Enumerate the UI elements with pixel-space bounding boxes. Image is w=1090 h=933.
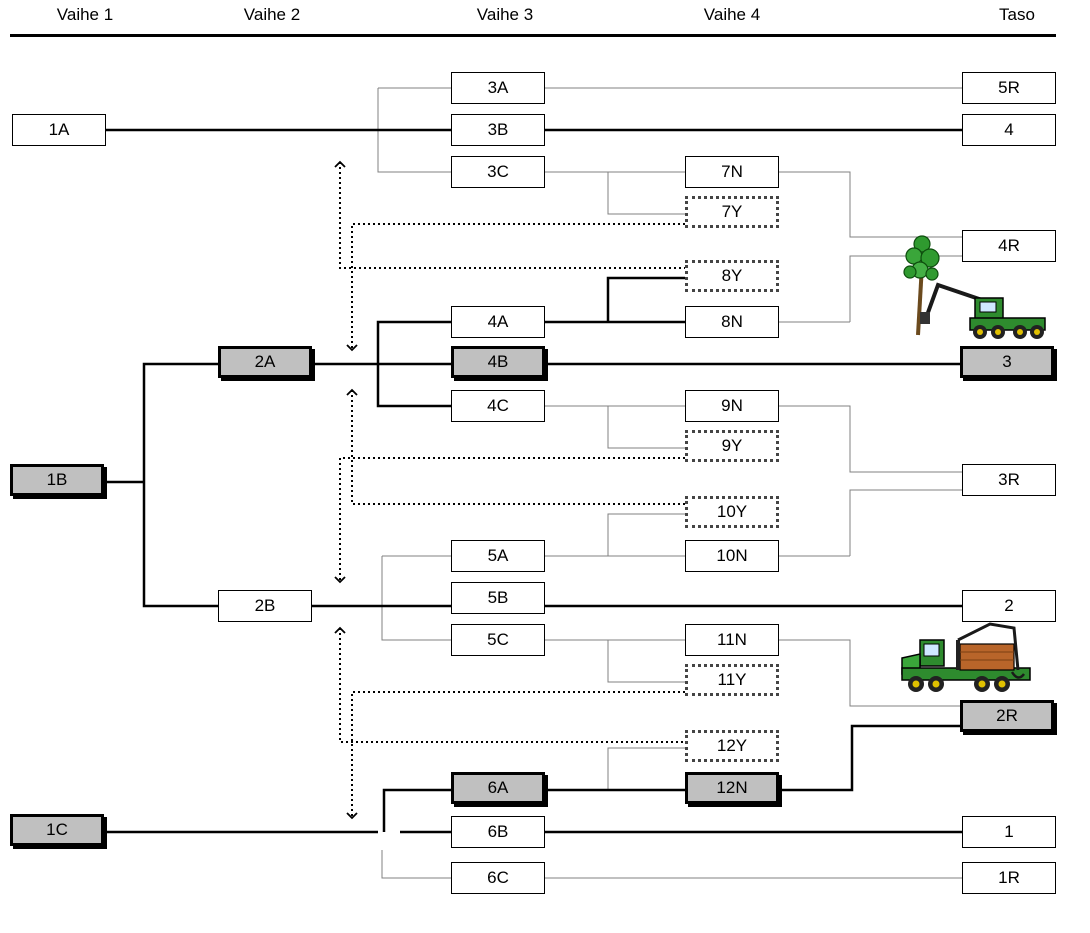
node-2A: 2A — [218, 346, 312, 378]
level-3: 3 — [960, 346, 1054, 378]
node-11Y: 11Y — [685, 664, 779, 696]
node-10Y: 10Y — [685, 496, 779, 528]
node-8N: 8N — [685, 306, 779, 338]
node-5B: 5B — [451, 582, 545, 614]
harvester-icon — [900, 230, 1050, 340]
node-10N: 10N — [685, 540, 779, 572]
main-path-connectors — [104, 130, 962, 832]
forwarder-icon — [898, 618, 1038, 696]
level-1R: 1R — [962, 862, 1056, 894]
node-3B: 3B — [451, 114, 545, 146]
thin-connectors — [378, 88, 962, 878]
node-11N: 11N — [685, 624, 779, 656]
node-1C: 1C — [10, 814, 104, 846]
node-6B: 6B — [451, 816, 545, 848]
node-1A: 1A — [12, 114, 106, 146]
node-4A: 4A — [451, 306, 545, 338]
node-3C: 3C — [451, 156, 545, 188]
node-3A: 3A — [451, 72, 545, 104]
node-2B: 2B — [218, 590, 312, 622]
node-5A: 5A — [451, 540, 545, 572]
node-6C: 6C — [451, 862, 545, 894]
dotted-transitions — [340, 162, 685, 818]
level-1: 1 — [962, 816, 1056, 848]
level-5R: 5R — [962, 72, 1056, 104]
node-8Y: 8Y — [685, 260, 779, 292]
node-12Y: 12Y — [685, 730, 779, 762]
level-2R: 2R — [960, 700, 1054, 732]
node-9N: 9N — [685, 390, 779, 422]
level-4: 4 — [962, 114, 1056, 146]
node-1B: 1B — [10, 464, 104, 496]
node-7Y: 7Y — [685, 196, 779, 228]
node-6A: 6A — [451, 772, 545, 804]
node-5C: 5C — [451, 624, 545, 656]
node-12N: 12N — [685, 772, 779, 804]
level-3R: 3R — [962, 464, 1056, 496]
node-7N: 7N — [685, 156, 779, 188]
node-9Y: 9Y — [685, 430, 779, 462]
node-4C: 4C — [451, 390, 545, 422]
node-4B: 4B — [451, 346, 545, 378]
